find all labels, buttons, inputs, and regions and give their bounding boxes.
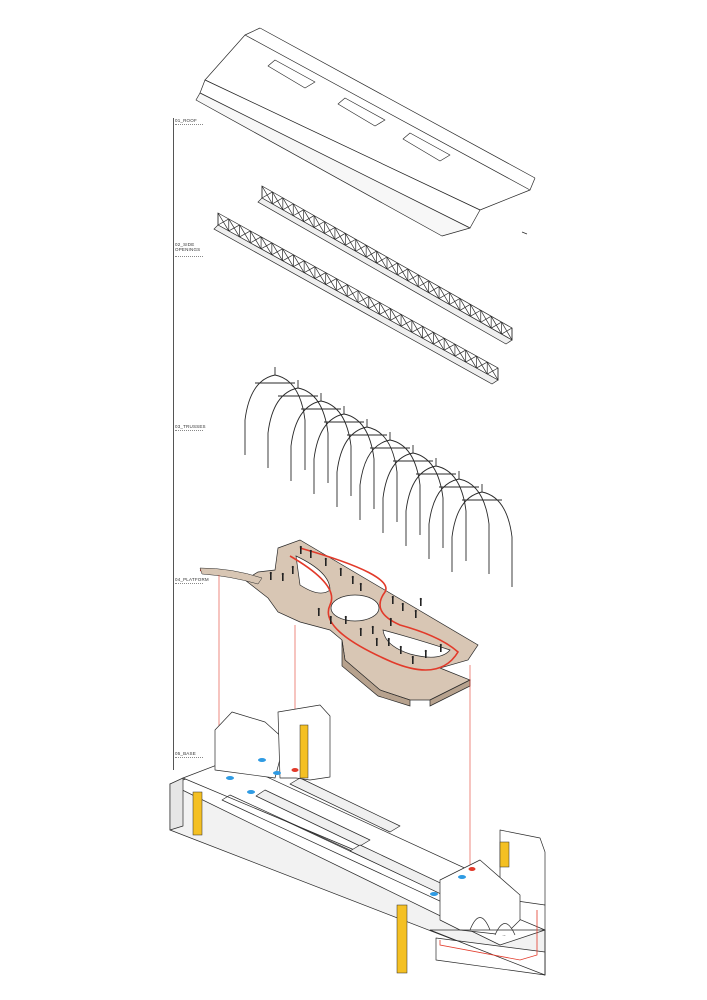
label-trusses: 03_TRUSSES [175,424,206,429]
platform-layer [199,539,479,707]
side-openings-layer [213,185,513,385]
core-1 [299,724,309,779]
label-line-side [175,256,203,257]
dot-red [291,768,299,772]
roof-skylight-1 [267,59,316,89]
access-ramp [199,567,263,585]
label-platform: 04_PLATFORM [175,577,209,582]
label-side-openings: 02_SIDE OPENINGS [175,242,201,252]
ground-route [439,910,538,961]
base-facade [439,859,521,936]
trusses-layer [244,367,513,587]
label-roof: 01_ROOF [175,118,197,123]
base-ruin-gable [214,711,286,779]
truss-arch [244,374,306,421]
dot-red [468,867,476,871]
platform-edge [341,639,411,707]
label-line-roof [175,124,203,125]
roof-layer [195,27,536,237]
side-beam-lower-webs [217,212,499,381]
platform-route [289,547,460,671]
core-4 [396,904,408,974]
circulation-points [226,758,476,896]
platform-void-center [330,594,380,622]
core-2 [192,791,203,836]
dot-blue [430,892,438,896]
side-beam-upper-webs [261,185,513,341]
dot-blue [458,875,466,879]
roof-skylight-3 [402,132,451,162]
core-3 [499,841,510,868]
label-line-base [175,757,203,758]
layer-spine [173,118,174,770]
dot-blue [258,758,266,762]
label-base: 05_BASE [175,751,196,756]
vertical-cores [192,724,510,974]
dot-blue [226,776,234,780]
dot-blue [273,771,281,775]
roof-eave [195,92,471,237]
label-line-trusses [175,430,203,431]
roof-skylight-2 [337,97,386,127]
platform-visitors [269,545,442,664]
label-line-platform [175,583,203,584]
dot-blue [247,790,255,794]
platform-void-right [382,629,451,658]
base-layer [169,704,546,976]
